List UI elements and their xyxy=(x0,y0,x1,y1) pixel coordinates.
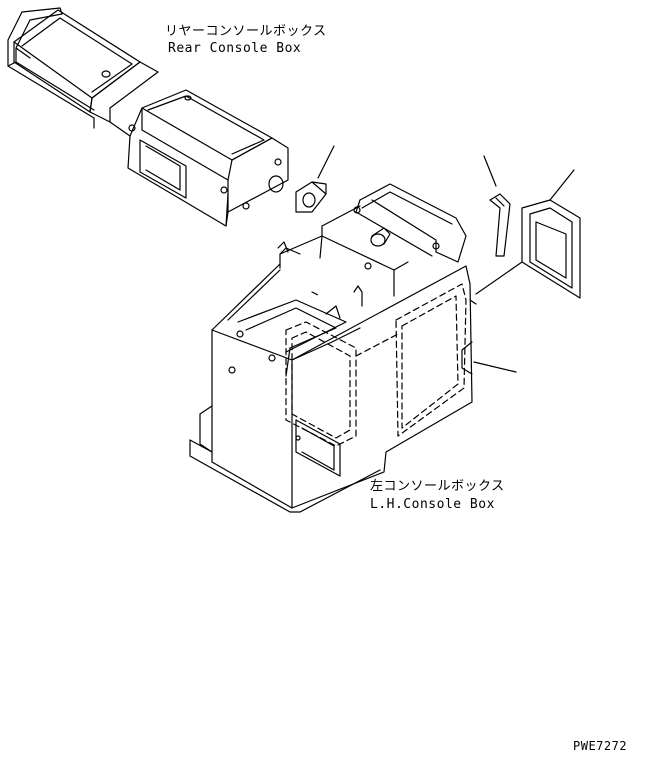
gasket-panel-part xyxy=(521,169,581,299)
drawing-code: PWE7272 xyxy=(573,739,628,753)
rear-console-label-en: Rear Console Box xyxy=(168,41,302,56)
lh-console-label-jp: 左コンソールボックス xyxy=(370,479,505,494)
trim-strip-part xyxy=(483,155,511,257)
rear-console-box-part xyxy=(7,7,289,227)
assembly-lines xyxy=(319,235,341,319)
lh-console-label-en: L.H.Console Box xyxy=(370,497,495,512)
lh-console-box-part xyxy=(189,183,523,513)
grommet-part xyxy=(295,145,335,213)
hidden-lines xyxy=(285,283,467,447)
rear-console-label-jp: リヤーコンソールボックス xyxy=(165,24,327,39)
